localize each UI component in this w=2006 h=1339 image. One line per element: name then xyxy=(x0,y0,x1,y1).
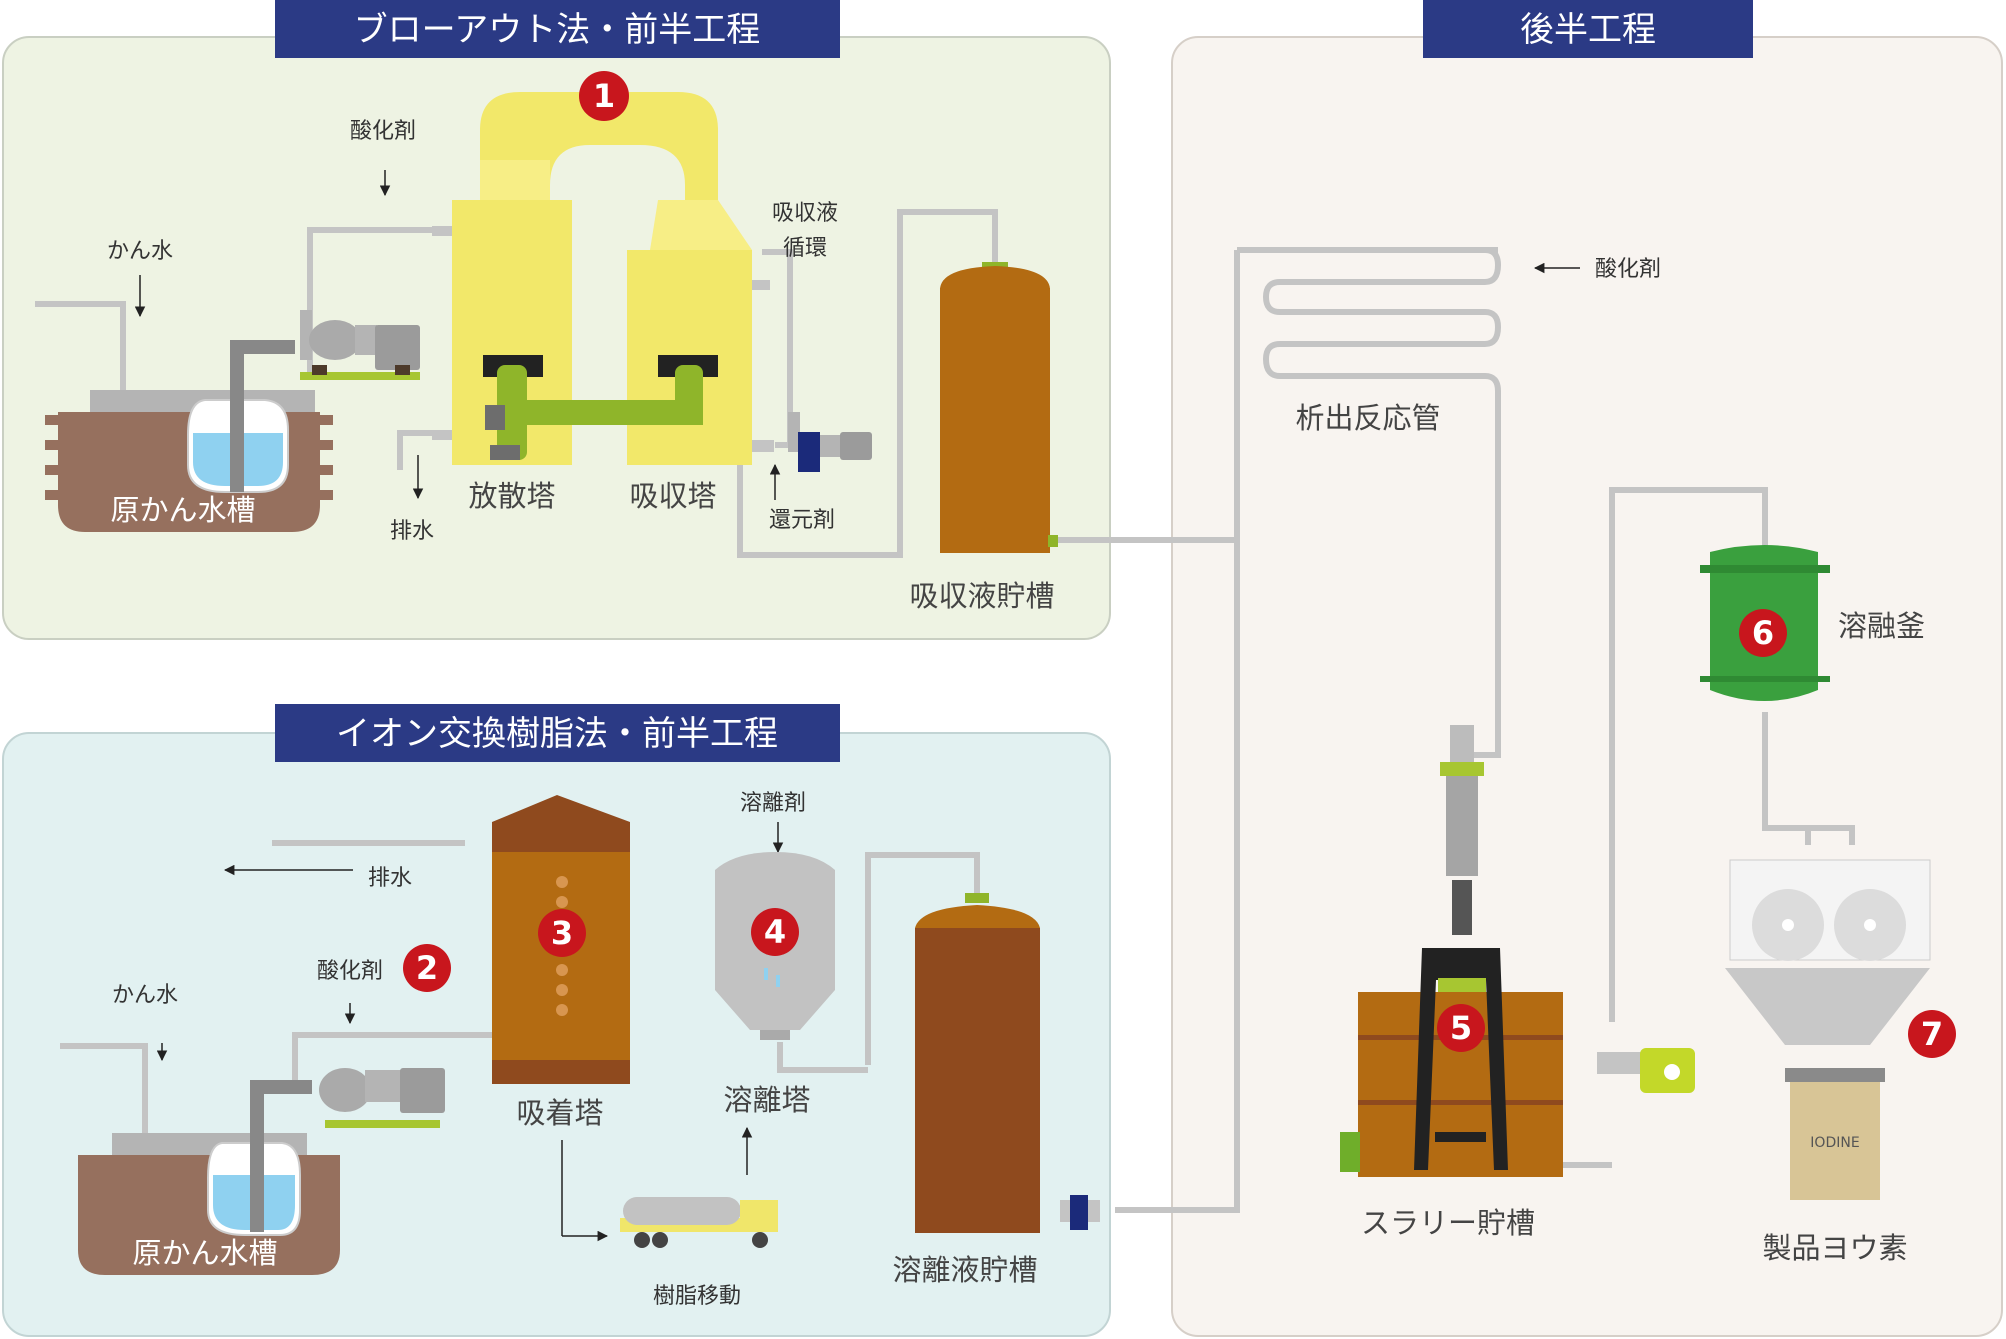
stripping-tower-label: 放散塔 xyxy=(468,479,555,513)
step-5-number: 5 xyxy=(1450,1009,1472,1047)
pump-top xyxy=(230,310,420,380)
slurry-tank-label: スラリー貯槽 xyxy=(1361,1206,1535,1240)
elution-tower-label: 溶離塔 xyxy=(723,1083,810,1117)
flaker xyxy=(1725,859,1931,1200)
ion-header xyxy=(275,704,840,762)
step-4-number: 4 xyxy=(764,913,786,951)
raw-brine-tank-bottom xyxy=(78,1080,340,1275)
step-5-badge xyxy=(1437,1004,1485,1052)
pipes xyxy=(35,209,1855,1213)
resin-transfer-label: 樹脂移動 xyxy=(653,1284,741,1309)
latter-header xyxy=(1423,0,1753,58)
oxidizer-label-3: 酸化剤 xyxy=(317,959,383,984)
eluate-storage-tank xyxy=(915,893,1040,1233)
iodine-bag-text: IODINE xyxy=(1810,1135,1859,1151)
product-label: 製品ヨウ素 xyxy=(1762,1231,1907,1265)
oxidizer-label-2: 酸化剤 xyxy=(1595,257,1661,282)
precip-tube-label: 析出反応管 xyxy=(1295,401,1440,435)
melting-pot-label: 溶融釜 xyxy=(1838,609,1925,643)
raw-tank-label-bottom: 原かん水槽 xyxy=(132,1236,277,1270)
drain-label-2: 排水 xyxy=(368,866,412,891)
brine-label-2: かん水 xyxy=(112,983,178,1008)
step-3-number: 3 xyxy=(551,914,573,952)
stripping-absorption-towers xyxy=(432,92,774,465)
step-1-badge xyxy=(579,71,629,121)
pump-bottom xyxy=(250,1068,445,1128)
flow-arrows xyxy=(134,170,1580,1242)
absorbent-circulation-label-2: 循環 xyxy=(783,236,827,261)
drain-label-1: 排水 xyxy=(390,519,434,544)
raw-brine-tank-top xyxy=(45,342,333,532)
step-3-badge xyxy=(538,909,586,957)
slurry-tank xyxy=(1340,725,1563,1177)
blowout-header xyxy=(275,0,840,58)
adsorption-tower-label: 吸着塔 xyxy=(516,1096,603,1130)
latter-header-text: 後半工程 xyxy=(1520,10,1656,50)
oxidizer-label-1: 酸化剤 xyxy=(350,119,416,144)
absorbent-storage-tank xyxy=(940,262,1058,553)
step-7-number: 7 xyxy=(1921,1015,1943,1053)
step-4-badge xyxy=(751,908,799,956)
slurry-pump xyxy=(1597,1048,1695,1093)
brine-label-1: かん水 xyxy=(107,239,173,264)
step-1-number: 1 xyxy=(593,77,615,115)
absorbent-pump xyxy=(788,412,872,472)
absorbent-storage-label: 吸収液貯槽 xyxy=(909,579,1054,613)
reducer-label: 還元剤 xyxy=(769,508,835,533)
ion-header-text: イオン交換樹脂法・前半工程 xyxy=(336,714,778,754)
resin-truck xyxy=(620,1197,778,1248)
absorbent-circulation-label-1: 吸収液 xyxy=(772,201,838,226)
step-2-badge xyxy=(403,944,451,992)
raw-tank-label-top: 原かん水槽 xyxy=(110,493,255,527)
step-2-number: 2 xyxy=(416,949,438,987)
eluent-label: 溶離剤 xyxy=(740,791,806,816)
step-7-badge xyxy=(1908,1010,1956,1058)
step-6-number: 6 xyxy=(1752,614,1774,652)
eluate-storage-label: 溶離液貯槽 xyxy=(892,1253,1037,1287)
absorption-tower-label: 吸収塔 xyxy=(629,479,716,513)
step-6-badge xyxy=(1739,609,1787,657)
eluate-pump xyxy=(1060,1195,1100,1230)
blowout-header-text: ブローアウト法・前半工程 xyxy=(354,10,761,50)
